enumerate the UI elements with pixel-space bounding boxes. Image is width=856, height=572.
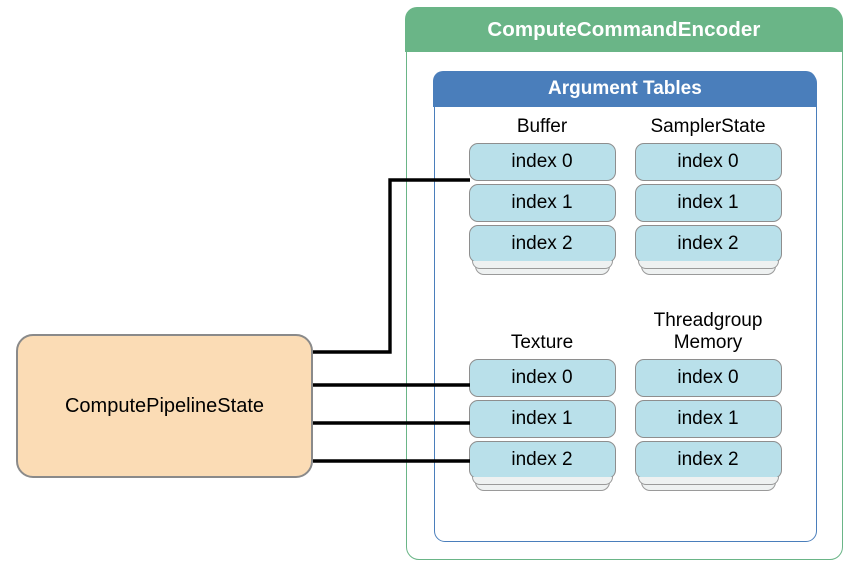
argument-table-texture-slots: index 0 index 1 index 2 — [466, 359, 618, 491]
sampler-state-slot-index-1[interactable]: index 1 — [634, 184, 782, 222]
texture-slot-index-1[interactable]: index 1 — [468, 400, 616, 438]
buffer-slot-index-0[interactable]: index 0 — [468, 143, 616, 181]
texture-slot-index-2[interactable]: index 2 — [468, 441, 616, 491]
argument-table-sampler-state-slots: index 0 index 1 index 2 — [632, 143, 784, 275]
threadgroup-memory-slot-index-0[interactable]: index 0 — [634, 359, 782, 397]
buffer-slot-index-1[interactable]: index 1 — [468, 184, 616, 222]
compute-command-encoder-container: ComputeCommandEncoder — [405, 7, 843, 560]
argument-table-buffer: Buffer index 0 index 1 index 2 — [466, 116, 618, 275]
compute-command-encoder-title: ComputeCommandEncoder — [487, 17, 761, 41]
argument-table-threadgroup-memory: Threadgroup Memory index 0 index 1 index… — [632, 310, 784, 491]
argument-tables-container: Argument Tables — [433, 71, 817, 542]
argument-tables-header: Argument Tables — [433, 71, 817, 108]
argument-tables-title: Argument Tables — [548, 78, 702, 100]
argument-table-buffer-label: Buffer — [516, 116, 568, 137]
threadgroup-memory-slot-index-1[interactable]: index 1 — [634, 400, 782, 438]
argument-table-threadgroup-memory-label: Threadgroup Memory — [653, 310, 763, 353]
threadgroup-memory-stack-sheet-1 — [637, 477, 779, 485]
threadgroup-memory-slot-index-2[interactable]: index 2 — [634, 441, 782, 491]
sampler-state-slot-index-0[interactable]: index 0 — [634, 143, 782, 181]
texture-stack-sheet-1 — [471, 477, 613, 485]
argument-table-sampler-state-label: SamplerState — [650, 116, 766, 137]
argument-table-threadgroup-memory-slots: index 0 index 1 index 2 — [632, 359, 784, 491]
sampler-state-stack-sheet-1 — [637, 261, 779, 269]
compute-command-encoder-header: ComputeCommandEncoder — [405, 7, 843, 53]
argument-table-buffer-slots: index 0 index 1 index 2 — [466, 143, 618, 275]
buffer-stack-sheet-1 — [471, 261, 613, 269]
compute-pipeline-state-box[interactable]: ComputePipelineState — [16, 334, 313, 478]
texture-slot-index-0[interactable]: index 0 — [468, 359, 616, 397]
argument-table-texture: Texture index 0 index 1 index 2 — [466, 332, 618, 491]
argument-table-sampler-state: SamplerState index 0 index 1 index 2 — [632, 116, 784, 275]
sampler-state-slot-index-2[interactable]: index 2 — [634, 225, 782, 275]
compute-pipeline-state-label: ComputePipelineState — [64, 394, 264, 417]
buffer-slot-index-2[interactable]: index 2 — [468, 225, 616, 275]
argument-table-texture-label: Texture — [510, 332, 574, 353]
